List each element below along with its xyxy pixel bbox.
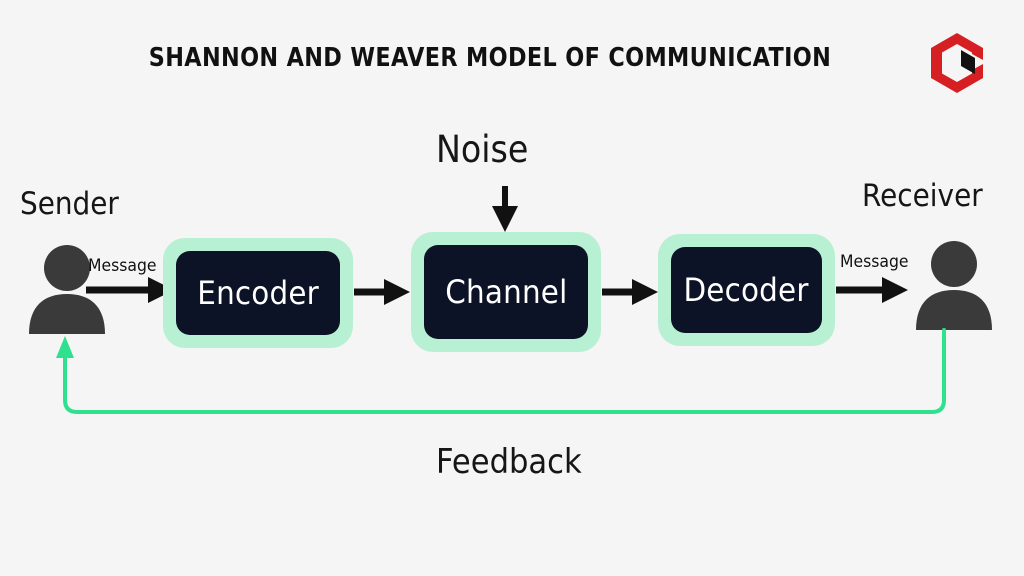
receiver-person-icon: [913, 240, 995, 332]
arrow-encoder-to-channel: [354, 279, 410, 305]
node-encoder[interactable]: Encoder: [163, 238, 353, 348]
page-title: SHANNON AND WEAVER MODEL OF COMMUNICATIO…: [148, 43, 832, 73]
sender-person-icon: [26, 244, 108, 336]
arrow-noise-to-channel: [492, 186, 518, 232]
node-encoder-label: Encoder: [197, 274, 319, 312]
arrow-channel-to-decoder: [602, 279, 658, 305]
message-label-right: Message: [840, 252, 909, 272]
arrow-decoder-to-receiver: [836, 277, 908, 303]
feedback-label: Feedback: [436, 442, 582, 482]
node-channel-label: Channel: [444, 273, 568, 311]
node-decoder-label: Decoder: [683, 271, 810, 309]
noise-label: Noise: [436, 128, 529, 171]
node-decoder-inner: Decoder: [671, 247, 822, 333]
node-decoder[interactable]: Decoder: [658, 234, 835, 346]
node-channel-inner: Channel: [424, 245, 588, 339]
message-label-left: Message: [88, 256, 157, 276]
hexagon-c-logo: [925, 30, 989, 96]
node-encoder-inner: Encoder: [176, 251, 340, 335]
receiver-label: Receiver: [862, 178, 983, 214]
node-channel[interactable]: Channel: [411, 232, 601, 352]
sender-label: Sender: [20, 186, 119, 222]
